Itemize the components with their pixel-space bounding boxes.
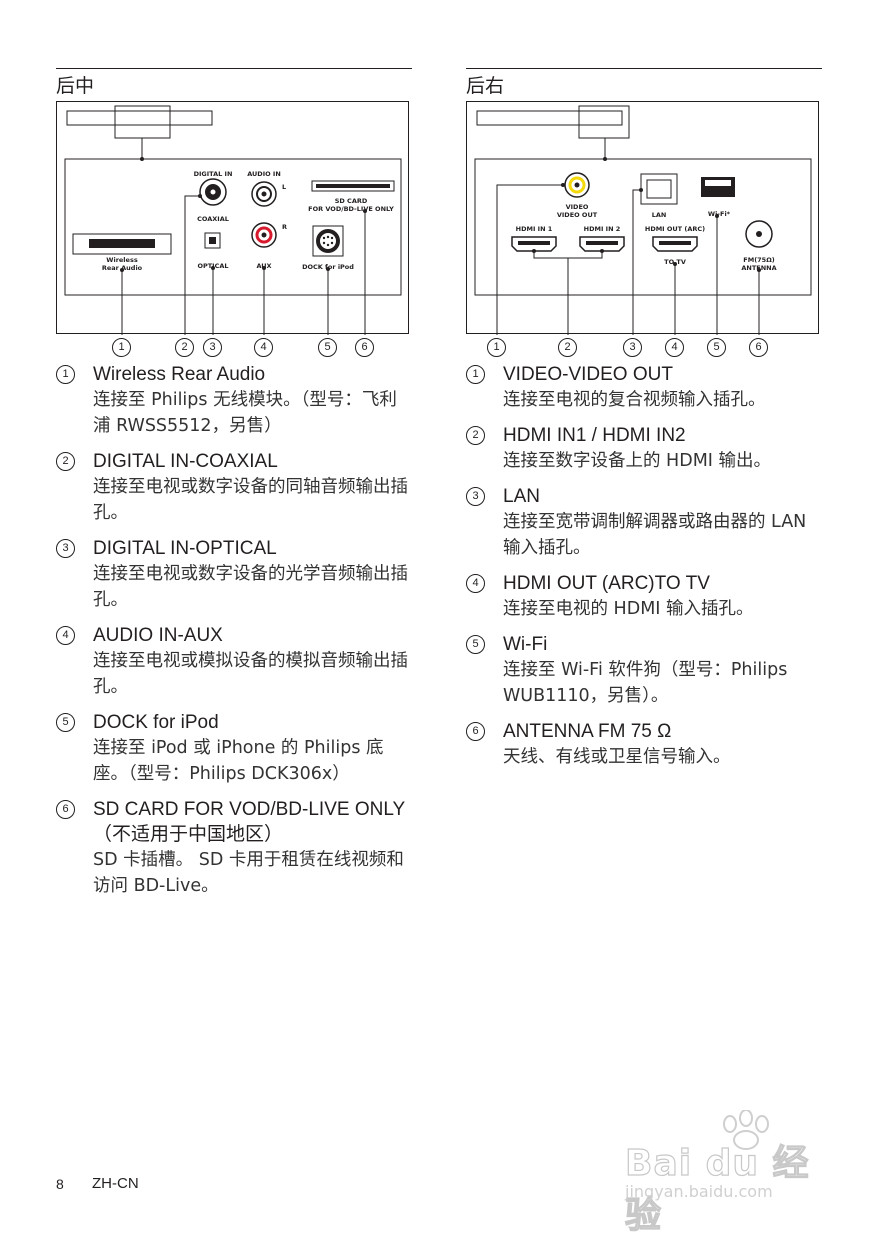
item-desc: 连接至 Wi-Fi 软件狗（型号：Philips WUB1110，另售）。: [503, 660, 788, 706]
l-label: L: [282, 183, 286, 191]
callout-1: 1: [112, 338, 131, 357]
callout-6: 6: [749, 338, 768, 357]
list-item: 4 HDMI OUT (ARC)TO TV 连接至电视的 HDMI 输入插孔。: [466, 571, 822, 622]
item-title: HDMI OUT (ARC)TO TV: [503, 573, 710, 594]
section-heading: 后中: [56, 75, 95, 97]
wifi-label: Wi-Fi*: [708, 210, 731, 218]
callout-3: 3: [203, 338, 222, 357]
rear-right-diagram: VIDEO VIDEO OUT HDMI IN 1 HDMI IN 2 LAN …: [466, 101, 819, 357]
list-item: 2 HDMI IN1 / HDMI IN2 连接至数字设备上的 HDMI 输出。: [466, 423, 822, 474]
sd-card-sub-label: FOR VOD/BD-LIVE ONLY: [308, 205, 394, 213]
paw-logo-icon: [723, 1110, 769, 1150]
item-number: 5: [56, 713, 75, 732]
item-desc: 连接至电视的 HDMI 输入插孔。: [503, 599, 754, 619]
list-item: 6 ANTENNA FM 75 Ω 天线、有线或卫星信号输入。: [466, 719, 822, 770]
watermark-url: jingyan.baidu.com: [625, 1182, 773, 1201]
item-number: 5: [466, 635, 485, 654]
callout-2: 2: [558, 338, 577, 357]
video-label: VIDEO: [566, 203, 589, 211]
item-number: 4: [466, 574, 485, 593]
list-item: 3 DIGITAL IN-OPTICAL 连接至电视或数字设备的光学音频输出插孔…: [56, 536, 412, 613]
item-desc: 连接至电视或模拟设备的模拟音频输出插孔。: [93, 651, 408, 697]
list-item: 6 SD CARD FOR VOD/BD-LIVE ONLY （不适用于中国地区…: [56, 797, 412, 899]
item-desc: 连接至 iPod 或 iPhone 的 Philips 底座。（型号：Phili…: [93, 738, 384, 784]
item-title: LAN: [503, 486, 540, 507]
section-rule: [466, 68, 822, 69]
item-title: AUDIO IN-AUX: [93, 625, 223, 646]
item-desc: 连接至电视或数字设备的光学音频输出插孔。: [93, 564, 408, 610]
language-code: ZH-CN: [92, 1175, 139, 1192]
right-item-list: 1 VIDEO-VIDEO OUT 连接至电视的复合视频输入插孔。 2 HDMI…: [466, 362, 822, 770]
section-rule: [56, 68, 412, 69]
watermark-main: Bai du 经验: [624, 1142, 810, 1236]
page-number: 8: [56, 1176, 64, 1192]
rear-center-diagram: Wireless Rear Audio DIGITAL IN COAXIAL O…: [56, 101, 409, 357]
item-number: 6: [466, 722, 485, 741]
fm-label: FM(75Ω): [743, 256, 774, 264]
list-item: 1 Wireless Rear Audio 连接至 Philips 无线模块。（…: [56, 362, 412, 439]
list-item: 1 VIDEO-VIDEO OUT 连接至电视的复合视频输入插孔。: [466, 362, 822, 413]
item-number: 4: [56, 626, 75, 645]
item-number: 2: [466, 426, 485, 445]
item-desc: SD 卡插槽。 SD 卡用于租赁在线视频和访问 BD-Live。: [93, 850, 404, 896]
item-number: 3: [56, 539, 75, 558]
list-item: 5 DOCK for iPod 连接至 iPod 或 iPhone 的 Phil…: [56, 710, 412, 787]
section-heading: 后右: [466, 75, 505, 97]
wireless-label: Wireless: [106, 256, 138, 264]
rear-right-panel-drawing: VIDEO VIDEO OUT HDMI IN 1 HDMI IN 2 LAN …: [474, 105, 812, 335]
list-item: 5 Wi-Fi 连接至 Wi-Fi 软件狗（型号：Philips WUB1110…: [466, 632, 822, 709]
list-item: 2 DIGITAL IN-COAXIAL 连接至电视或数字设备的同轴音频输出插孔…: [56, 449, 412, 526]
baidu-watermark: Bai du 经验 jingyan.baidu.com: [615, 1110, 825, 1237]
callout-2: 2: [175, 338, 194, 357]
callout-5: 5: [707, 338, 726, 357]
left-section: 后中 Wireless Rear Audio DIGITAL IN COAXIA…: [56, 68, 412, 909]
item-title: HDMI IN1 / HDMI IN2: [503, 425, 686, 446]
item-title: DIGITAL IN-COAXIAL: [93, 451, 278, 472]
audio-in-label: AUDIO IN: [247, 170, 281, 178]
callout-6: 6: [355, 338, 374, 357]
list-item: 3 LAN 连接至宽带调制解调器或路由器的 LAN 输入插孔。: [466, 484, 822, 561]
item-title: VIDEO-VIDEO OUT: [503, 364, 673, 385]
digital-in-label: DIGITAL IN: [194, 170, 233, 178]
rear-center-panel-drawing: Wireless Rear Audio DIGITAL IN COAXIAL O…: [64, 105, 402, 335]
video-out-label: VIDEO OUT: [557, 211, 598, 219]
hdmi-in2-label: HDMI IN 2: [584, 225, 621, 233]
lan-label: LAN: [652, 211, 667, 219]
item-title: DOCK for iPod: [93, 712, 219, 733]
hdmi-out-label: HDMI OUT (ARC): [645, 225, 705, 233]
item-desc: 连接至数字设备上的 HDMI 输出。: [503, 451, 772, 471]
item-number: 6: [56, 800, 75, 819]
callout-1: 1: [487, 338, 506, 357]
callout-4: 4: [665, 338, 684, 357]
item-desc: 连接至电视的复合视频输入插孔。: [503, 390, 766, 410]
item-title: SD CARD FOR VOD/BD-LIVE ONLY （不适用于中国地区）: [93, 799, 405, 845]
dock-label: DOCK for iPod: [302, 263, 354, 271]
item-number: 3: [466, 487, 485, 506]
right-section: 后右 VIDEO VIDEO OUT HDMI IN 1 HDMI IN 2 L…: [466, 68, 822, 780]
coaxial-label: COAXIAL: [197, 215, 229, 223]
left-item-list: 1 Wireless Rear Audio 连接至 Philips 无线模块。（…: [56, 362, 412, 899]
item-title: Wireless Rear Audio: [93, 364, 266, 385]
item-number: 1: [56, 365, 75, 384]
list-item: 4 AUDIO IN-AUX 连接至电视或模拟设备的模拟音频输出插孔。: [56, 623, 412, 700]
item-desc: 天线、有线或卫星信号输入。: [503, 747, 731, 767]
callout-5: 5: [318, 338, 337, 357]
item-number: 1: [466, 365, 485, 384]
sd-card-label: SD CARD: [335, 197, 368, 205]
r-label: R: [282, 223, 287, 231]
hdmi-in1-label: HDMI IN 1: [516, 225, 553, 233]
item-desc: 连接至宽带调制解调器或路由器的 LAN 输入插孔。: [503, 512, 807, 558]
item-desc: 连接至 Philips 无线模块。（型号：飞利浦 RWSS5512，另售）: [93, 390, 397, 436]
rear-audio-label: Rear Audio: [102, 264, 143, 272]
item-title: Wi-Fi: [503, 634, 548, 655]
callout-4: 4: [254, 338, 273, 357]
item-title: ANTENNA FM 75 Ω: [503, 721, 672, 742]
callout-3: 3: [623, 338, 642, 357]
item-title: DIGITAL IN-OPTICAL: [93, 538, 277, 559]
item-number: 2: [56, 452, 75, 471]
item-desc: 连接至电视或数字设备的同轴音频输出插孔。: [93, 477, 408, 523]
